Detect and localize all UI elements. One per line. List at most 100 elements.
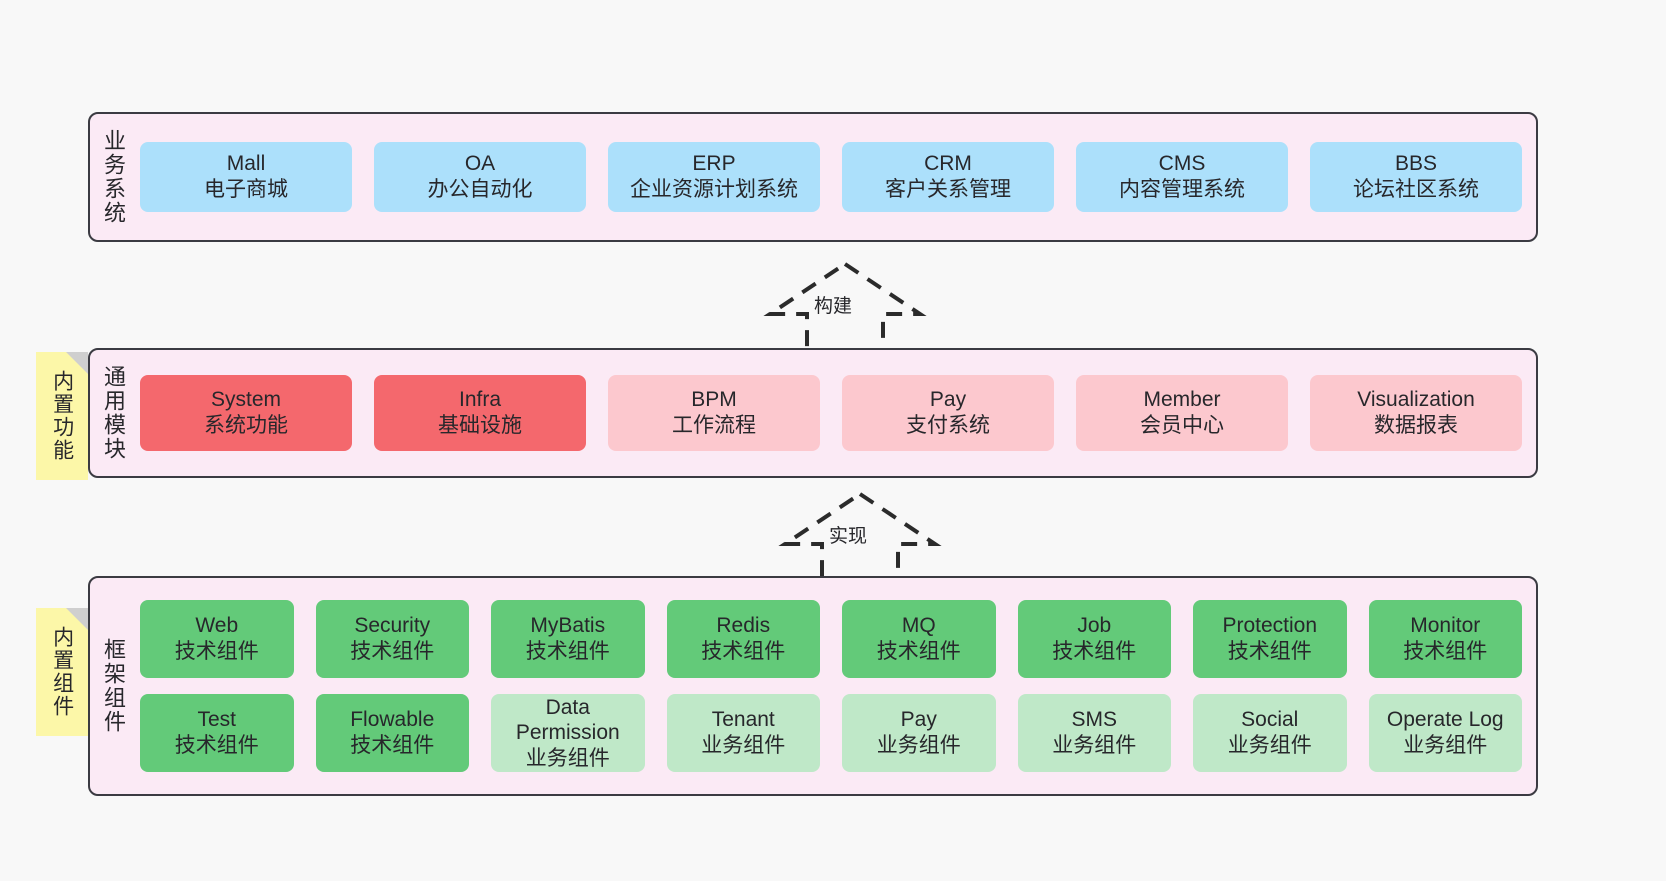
layer-framework-component: 框架组件 Web 技术组件 Security 技术组件 MyBatis 技术组件… <box>88 576 1538 796</box>
node-title: Web <box>195 614 239 638</box>
node-title: BBS <box>1394 152 1438 176</box>
node-pay-business[interactable]: Pay 业务组件 <box>842 694 996 772</box>
node-subtitle: 业务组件 <box>1227 734 1312 757</box>
node-subtitle: 技术组件 <box>876 640 961 663</box>
node-title: ERP <box>692 152 736 176</box>
node-title: Flowable <box>350 708 435 732</box>
layer-title-framework-component: 框架组件 <box>100 638 126 734</box>
node-security[interactable]: Security 技术组件 <box>315 600 469 678</box>
node-title: System <box>210 388 281 412</box>
node-subtitle: 企业资源计划系统 <box>630 178 798 201</box>
node-title: Test <box>197 708 236 732</box>
node-title: Social <box>1241 708 1299 732</box>
node-mybatis[interactable]: MyBatis 技术组件 <box>491 600 645 678</box>
node-mall[interactable]: Mall 电子商城 <box>140 142 352 212</box>
node-title: Protection <box>1222 614 1318 638</box>
node-subtitle: 技术组件 <box>1403 640 1488 663</box>
node-web[interactable]: Web 技术组件 <box>140 600 294 678</box>
node-cms[interactable]: CMS 内容管理系统 <box>1076 142 1288 212</box>
node-subtitle: 工作流程 <box>672 414 756 437</box>
node-flowable[interactable]: Flowable 技术组件 <box>315 694 469 772</box>
node-subtitle: 客户关系管理 <box>885 178 1011 201</box>
layer-title-common-module: 通用模块 <box>100 365 126 461</box>
node-visualization[interactable]: Visualization 数据报表 <box>1310 375 1522 451</box>
node-subtitle: 业务组件 <box>701 734 786 757</box>
node-subtitle: 技术组件 <box>174 640 259 663</box>
node-subtitle: 技术组件 <box>350 640 435 663</box>
layer-row: System 系统功能 Infra 基础设施 BPM 工作流程 Pay 支付系统… <box>140 375 1522 451</box>
node-title: Operate Log <box>1386 708 1504 732</box>
node-title: BPM <box>691 388 737 412</box>
node-sms[interactable]: SMS 业务组件 <box>1017 694 1171 772</box>
node-subtitle: 业务组件 <box>1403 734 1488 757</box>
layer-row: Test 技术组件 Flowable 技术组件 Data Permission … <box>140 694 1522 772</box>
node-pay[interactable]: Pay 支付系统 <box>842 375 1054 451</box>
node-subtitle: 技术组件 <box>525 640 610 663</box>
node-bbs[interactable]: BBS 论坛社区系统 <box>1310 142 1522 212</box>
layer-body-common-module: System 系统功能 Infra 基础设施 BPM 工作流程 Pay 支付系统… <box>136 350 1536 476</box>
node-title: Visualization <box>1357 388 1475 412</box>
note-label: 内置组件 <box>50 626 74 718</box>
layer-row: Web 技术组件 Security 技术组件 MyBatis 技术组件 Redi… <box>140 600 1522 678</box>
node-subtitle: 内容管理系统 <box>1119 178 1245 201</box>
node-title: Pay <box>900 708 937 732</box>
node-title: Monitor <box>1410 614 1481 638</box>
node-title: Infra <box>458 388 502 412</box>
node-subtitle: 业务组件 <box>876 734 961 757</box>
node-title: Pay <box>929 388 967 412</box>
node-erp[interactable]: ERP 企业资源计划系统 <box>608 142 820 212</box>
node-title: MyBatis <box>530 614 606 638</box>
node-subtitle: 会员中心 <box>1140 414 1224 437</box>
layer-common-module: 通用模块 System 系统功能 Infra 基础设施 BPM 工作流程 Pay… <box>88 348 1538 478</box>
node-title: MQ <box>901 614 936 638</box>
node-data-permission[interactable]: Data Permission 业务组件 <box>491 694 645 772</box>
node-title: OA <box>464 152 496 176</box>
node-protection[interactable]: Protection 技术组件 <box>1193 600 1347 678</box>
node-social[interactable]: Social 业务组件 <box>1193 694 1347 772</box>
node-subtitle: 技术组件 <box>350 734 435 757</box>
node-title: Mall <box>226 152 266 176</box>
node-title: Data Permission <box>515 695 620 745</box>
layer-body-business-system: Mall 电子商城 OA 办公自动化 ERP 企业资源计划系统 CRM 客户关系… <box>136 114 1536 240</box>
node-subtitle: 数据报表 <box>1374 414 1458 437</box>
note-builtin-component: 内置组件 <box>36 608 88 736</box>
note-label: 内置功能 <box>50 370 74 462</box>
node-bpm[interactable]: BPM 工作流程 <box>608 375 820 451</box>
layer-title-business-system: 业务系统 <box>100 129 126 225</box>
arrow-build-label: 构建 <box>814 296 853 317</box>
arrow-implement-label: 实现 <box>829 526 868 547</box>
node-title: SMS <box>1071 708 1117 732</box>
node-crm[interactable]: CRM 客户关系管理 <box>842 142 1054 212</box>
node-title: Member <box>1143 388 1221 412</box>
node-subtitle: 技术组件 <box>1052 640 1137 663</box>
node-subtitle: 业务组件 <box>1052 734 1137 757</box>
node-infra[interactable]: Infra 基础设施 <box>374 375 586 451</box>
node-title: Job <box>1077 614 1112 638</box>
node-operate-log[interactable]: Operate Log 业务组件 <box>1368 694 1522 772</box>
node-redis[interactable]: Redis 技术组件 <box>666 600 820 678</box>
node-title: Security <box>354 614 431 638</box>
note-builtin-function: 内置功能 <box>36 352 88 480</box>
node-title: Tenant <box>711 708 775 732</box>
node-subtitle: 系统功能 <box>204 414 288 437</box>
layer-body-framework-component: Web 技术组件 Security 技术组件 MyBatis 技术组件 Redi… <box>136 578 1536 794</box>
node-title: Redis <box>716 614 771 638</box>
node-subtitle: 技术组件 <box>174 734 259 757</box>
layer-business-system: 业务系统 Mall 电子商城 OA 办公自动化 ERP 企业资源计划系统 CRM… <box>88 112 1538 242</box>
node-title: CRM <box>924 152 972 176</box>
node-oa[interactable]: OA 办公自动化 <box>374 142 586 212</box>
node-subtitle: 基础设施 <box>438 414 522 437</box>
node-title: CMS <box>1158 152 1206 176</box>
node-subtitle: 电子商城 <box>204 178 288 201</box>
node-subtitle: 支付系统 <box>906 414 990 437</box>
node-tenant[interactable]: Tenant 业务组件 <box>666 694 820 772</box>
node-subtitle: 办公自动化 <box>427 178 533 201</box>
node-monitor[interactable]: Monitor 技术组件 <box>1368 600 1522 678</box>
node-member[interactable]: Member 会员中心 <box>1076 375 1288 451</box>
node-system[interactable]: System 系统功能 <box>140 375 352 451</box>
node-subtitle: 技术组件 <box>701 640 786 663</box>
node-job[interactable]: Job 技术组件 <box>1017 600 1171 678</box>
node-test[interactable]: Test 技术组件 <box>140 694 294 772</box>
node-mq[interactable]: MQ 技术组件 <box>842 600 996 678</box>
